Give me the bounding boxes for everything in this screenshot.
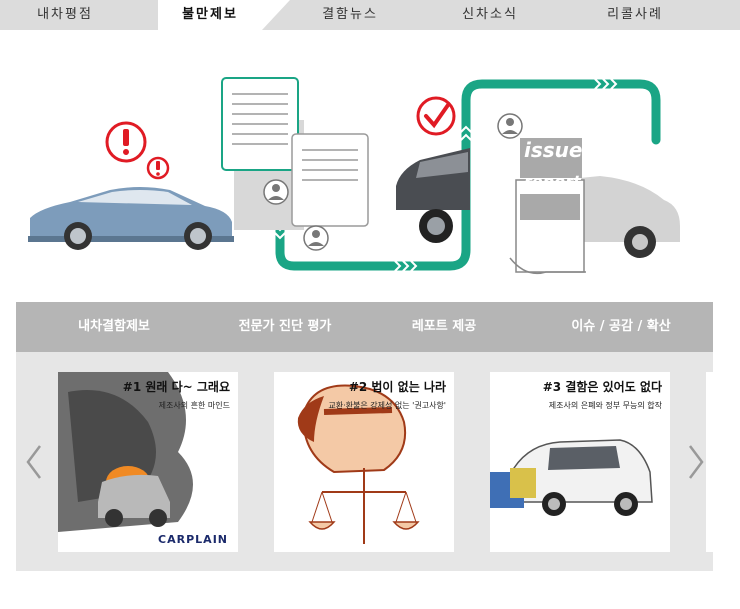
step-report-delivery: 레포트 제공	[411, 319, 477, 334]
chevron-left-icon[interactable]	[22, 442, 46, 482]
tab-defect-news[interactable]: 결함뉴스	[322, 7, 378, 22]
card-title: #2 법이 없는 나라	[348, 380, 446, 394]
check-icon	[416, 96, 456, 136]
step-defect-report: 내차결함제보	[78, 319, 150, 334]
step-issue-share: 이슈 / 공감 / 확산	[571, 319, 671, 334]
card-title: #1 원래 다~ 그래요	[122, 380, 230, 394]
burning-car-image	[58, 372, 238, 552]
crash-test-image	[490, 372, 670, 552]
blue-sedan-illustration	[28, 187, 234, 250]
report-document-illustration	[497, 113, 680, 275]
dark-suv-illustration	[396, 148, 470, 243]
step-expert-evaluation: 전문가 진단 평가	[238, 319, 332, 334]
active-tab-notch	[262, 0, 290, 30]
case-carousel: #1 원래 다~ 그래요 제조사의 흔한 마인드 CARPLAIN #2 법이 …	[16, 352, 713, 571]
process-illustration: issue report	[0, 30, 740, 292]
carplain-logo: CARPLAIN	[158, 533, 228, 546]
case-card-1[interactable]: #1 원래 다~ 그래요 제조사의 흔한 마인드 CARPLAIN	[58, 372, 238, 552]
lady-justice-image	[274, 372, 454, 552]
case-card-2[interactable]: #2 법이 없는 나라 교환·환불은 강제성 없는 '권고사항'	[274, 372, 454, 552]
case-card-3[interactable]: #3 결함은 있어도 없다 제조사의 은폐와 정부 무능의 합작	[490, 372, 670, 552]
process-steps-bar: 내차결함제보 전문가 진단 평가 레포트 제공 이슈 / 공감 / 확산	[16, 302, 713, 352]
case-card-peek[interactable]	[706, 372, 713, 552]
report-label: report	[524, 172, 581, 191]
tab-my-car-rating[interactable]: 내차평점	[37, 7, 93, 22]
category-tabs: 내차평점 불만제보 결함뉴스 신차소식 리콜사례	[0, 0, 740, 30]
tab-new-car-news[interactable]: 신차소식	[462, 7, 518, 22]
tab-complaint-report[interactable]: 불만제보	[158, 0, 262, 30]
card-title: #3 결함은 있어도 없다	[542, 380, 662, 394]
alert-icon	[105, 121, 170, 180]
card-subtitle: 제조사의 은폐와 정부 무능의 합작	[548, 401, 662, 410]
card-subtitle: 교환·환불은 강제성 없는 '권고사항'	[328, 401, 446, 410]
issue-label: issue	[524, 138, 583, 162]
chevron-right-icon[interactable]	[684, 442, 708, 482]
card-subtitle: 제조사의 흔한 마인드	[158, 401, 230, 410]
process-illustration-art	[28, 77, 680, 275]
tab-recall-cases[interactable]: 리콜사례	[607, 7, 663, 22]
chat-bubbles-illustration	[221, 77, 369, 251]
